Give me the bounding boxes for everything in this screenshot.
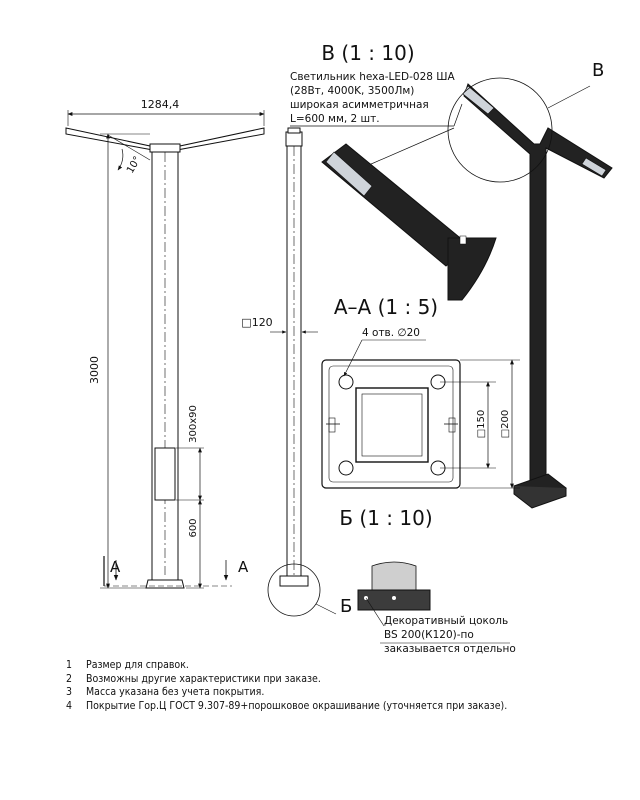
holes-label: 4 отв. ∅20	[362, 327, 420, 339]
dim-hatch-label: 300х90	[188, 405, 199, 443]
note-item: 1 Размер для справок.	[66, 659, 626, 673]
callout-base-line: BS 200(К120)-по	[384, 629, 474, 641]
note-text: Масса указана без учета покрытия.	[86, 686, 265, 699]
dim-angle-label: 10°	[125, 155, 143, 176]
dim-inner-label: □150	[476, 410, 487, 439]
callout-luminaire-line: Светильник hexa-LED-028 ША	[290, 71, 456, 83]
base-callout: Декоративный цоколь BS 200(К120)-по зака…	[380, 615, 516, 655]
callout-luminaire-line: (28Вт, 4000K, 3500Лм)	[290, 85, 414, 97]
luminaire-callout: Светильник hexa-LED-028 ША (28Вт, 4000K,…	[290, 71, 463, 169]
section-aa-drawing	[321, 339, 520, 489]
detail-b-marker: Б	[340, 596, 352, 617]
note-text: Размер для справок.	[86, 659, 189, 671]
note-number: 1	[66, 659, 73, 671]
note-number: 4	[66, 699, 73, 712]
dim-outer-label: □200	[500, 410, 511, 439]
note-number: 2	[66, 672, 73, 685]
note-item: 4 Покрытие Гор.Ц ГОСТ 9.307-89+порошково…	[66, 700, 626, 714]
note-item: 2 Возможны другие характеристики при зак…	[66, 673, 626, 687]
section-mark-right: А	[238, 558, 249, 576]
notes-list: 1 Размер для справок. 2 Возможны другие …	[66, 659, 626, 713]
detail-v-marker: В	[592, 60, 604, 81]
callout-base-line: заказывается отдельно	[384, 643, 516, 655]
dim-hatch-height-label: 600	[188, 518, 199, 537]
section-aa-title: А–А (1 : 5)	[334, 295, 438, 319]
section-mark-left: А	[110, 558, 121, 576]
callout-luminaire-line: широкая асимметричная	[290, 99, 429, 111]
dim-profile-label: □120	[241, 316, 272, 329]
callout-base-line: Декоративный цоколь	[384, 615, 508, 627]
callout-luminaire-line: L=600 мм, 2 шт.	[290, 113, 380, 125]
dim-width-label: 1284,4	[141, 98, 180, 111]
front-view	[65, 110, 265, 589]
note-text: Покрытие Гор.Ц ГОСТ 9.307-89+порошковое …	[86, 699, 508, 712]
detail-v-drawing	[321, 143, 497, 301]
side-view	[267, 127, 337, 617]
note-text: Возможны другие характеристики при заказ…	[86, 672, 321, 685]
note-item: 3 Масса указана без учета покрытия.	[66, 686, 626, 700]
note-number: 3	[66, 686, 73, 699]
dim-height-label: 3000	[88, 356, 101, 384]
perspective-view	[447, 77, 613, 509]
detail-b-drawing	[357, 561, 431, 627]
detail-v-title: В (1 : 10)	[321, 41, 414, 65]
detail-b-title: Б (1 : 10)	[339, 506, 432, 530]
